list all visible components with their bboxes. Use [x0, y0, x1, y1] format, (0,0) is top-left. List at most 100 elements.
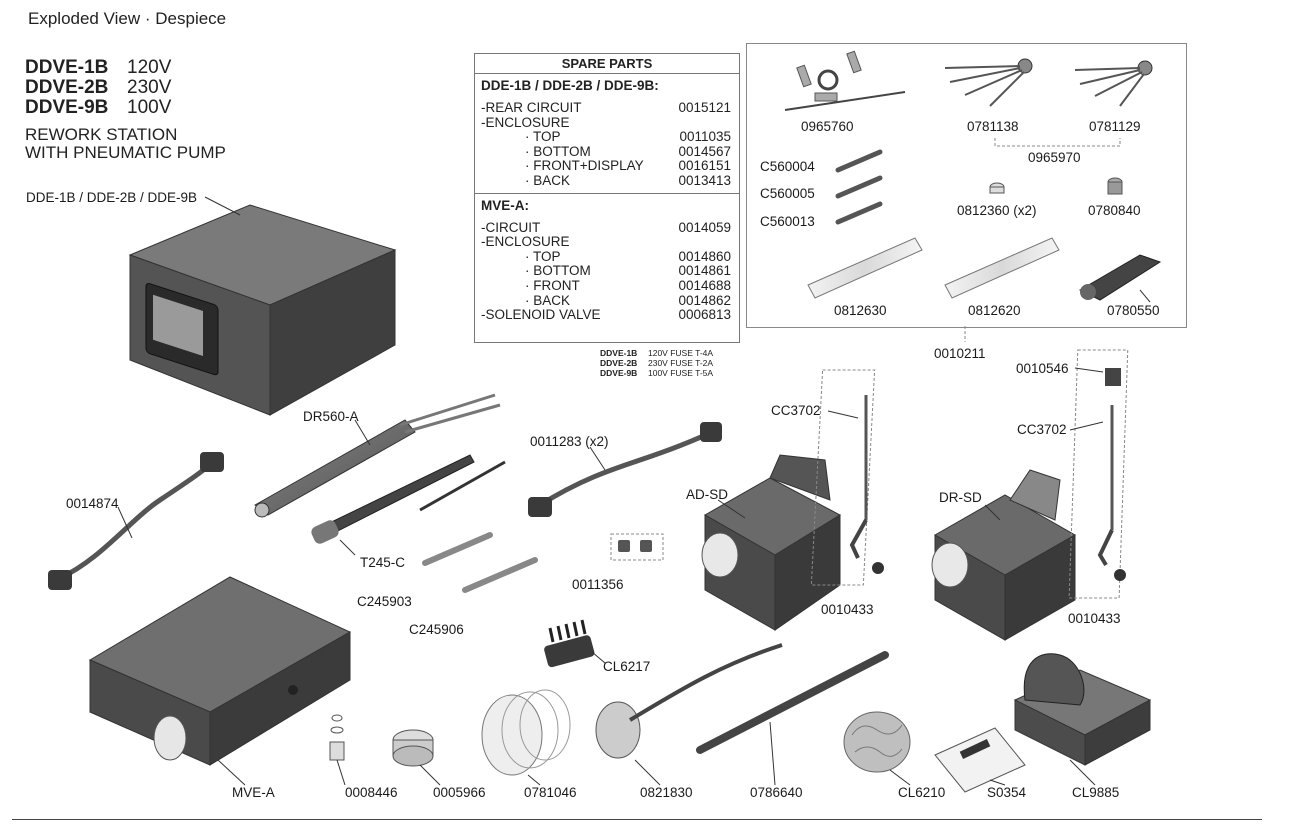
- label-kit-ref: 0010211: [934, 346, 986, 361]
- label-k-c560005: C560005: [760, 186, 815, 201]
- label-stand-plate: 0821830: [640, 785, 693, 800]
- label-cable-mid: 0011283 (x2): [530, 434, 609, 449]
- label-k-0812360: 0812360 (x2): [957, 203, 1037, 218]
- wool-cl6210: [843, 711, 911, 773]
- brush-cl6217: [544, 619, 595, 668]
- label-k-0780840: 0780840: [1088, 203, 1141, 218]
- label-wool: CL6210: [898, 785, 946, 800]
- label-k-0965970: 0965970: [1028, 150, 1081, 165]
- bracket-0965970: [994, 138, 1121, 147]
- label-k-0781129: 0781129: [1089, 119, 1141, 134]
- kit-tube-0812630: [807, 237, 923, 299]
- pump-mve-a: [88, 576, 352, 766]
- label-filter-pads: 0781046: [524, 785, 577, 800]
- group-title: MVE-A:: [481, 197, 529, 213]
- accessory-kit-box: [746, 43, 1187, 328]
- label-k-0780550: 0780550: [1107, 303, 1160, 318]
- nozzle-0008446: [329, 714, 345, 761]
- label-k-c560013: C560013: [760, 214, 815, 229]
- stand-dr-sd: [931, 469, 1077, 641]
- label-handpiece: DR560-A: [303, 409, 359, 424]
- label-k-c560004: C560004: [760, 159, 815, 174]
- kit-nozzles-c5600: [835, 149, 883, 225]
- kit-tube-0812620: [944, 237, 1060, 299]
- rod-0786640: [696, 651, 889, 754]
- cable-0011283: [528, 422, 722, 517]
- page-title: Exploded View · Despiece: [28, 9, 227, 28]
- label-handle: T245-C: [360, 555, 406, 570]
- kit-tools-0781129: [1074, 60, 1153, 107]
- label-filters: 0011356: [572, 577, 624, 592]
- product-subtitle: REWORK STATION WITH PNEUMATIC PUMP: [25, 125, 226, 162]
- label-cc-left: CC3702: [771, 403, 821, 418]
- spare-parts-table: SPARE PARTS DDE-1B / DDE-2B / DDE-9B: -R…: [474, 53, 740, 343]
- filters-0011356: [610, 533, 664, 561]
- filter-pads-0781046: [481, 689, 571, 776]
- label-k-0965760: 0965760: [801, 119, 854, 134]
- label-k-0812630: 0812630: [834, 303, 887, 318]
- tin-0005966: [392, 729, 434, 767]
- kit-cap-0780840: [1107, 177, 1123, 195]
- spare-row: -ENCLOSURE: [481, 234, 570, 250]
- stand-plate-0821830: [595, 643, 783, 759]
- card-s0354: [934, 727, 1026, 793]
- rework-station-unit: [128, 204, 397, 416]
- cc3702-left: [810, 369, 884, 586]
- group-title: DDE-1B / DDE-2B / DDE-9B:: [481, 78, 659, 93]
- label-cable-left: 0014874: [66, 496, 119, 511]
- label-tin: 0005966: [433, 785, 486, 800]
- kit-wrench-0965760: [784, 50, 906, 111]
- label-k-0781138: 0781138: [967, 119, 1019, 134]
- label-screw-left: 0010433: [821, 602, 874, 617]
- stand-ad-sd: [701, 454, 842, 631]
- label-nozzle-small: 0008446: [345, 785, 398, 800]
- label-k-0812620: 0812620: [968, 303, 1021, 318]
- handpiece-dr560a: [254, 393, 501, 518]
- label-screw-right: 0010433: [1068, 611, 1121, 626]
- label-part-0010546: 0010546: [1016, 361, 1069, 376]
- label-cc-right: CC3702: [1017, 422, 1067, 437]
- cc3702-right: [1068, 349, 1129, 599]
- label-card: S0354: [987, 785, 1027, 800]
- label-dr-sd: DR-SD: [939, 490, 982, 505]
- label-pump: MVE-A: [232, 785, 275, 800]
- spare-parts-header: SPARE PARTS: [475, 54, 739, 74]
- kit-ring-0812360: [989, 182, 1005, 194]
- kit-tweezer-0780550: [1078, 254, 1162, 301]
- handle-t245c: [311, 454, 506, 544]
- label-rod: 0786640: [750, 785, 803, 800]
- cleaner-cl9885: [1013, 653, 1152, 766]
- bottom-rule: [12, 819, 1262, 820]
- label-tip2: C245906: [409, 622, 464, 637]
- kit-tools-0781138: [944, 58, 1033, 107]
- label-station: DDE-1B / DDE-2B / DDE-9B: [26, 190, 198, 205]
- label-ad-sd: AD-SD: [686, 487, 729, 502]
- label-tip1: C245903: [357, 594, 412, 609]
- cable-0014874: [48, 452, 224, 590]
- spare-row: -ENCLOSURE: [481, 114, 570, 130]
- tip-c245903: [422, 532, 493, 566]
- tip-c245906: [462, 557, 538, 593]
- label-brush: CL6217: [603, 659, 651, 674]
- label-cleaner: CL9885: [1072, 785, 1120, 800]
